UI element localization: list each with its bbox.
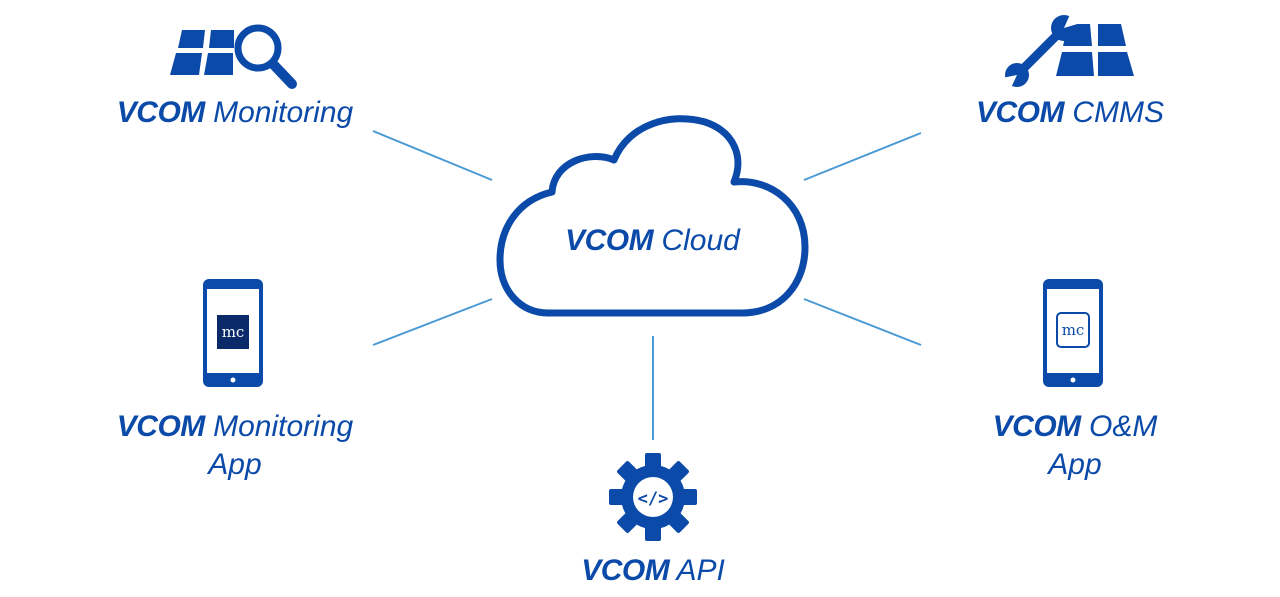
node-label-om-app: VCOM O&M App xyxy=(960,408,1190,484)
app-logo xyxy=(217,315,249,349)
node-label-cmms: VCOM CMMS xyxy=(976,96,1164,129)
smartphone-icon: mc xyxy=(203,279,263,387)
connector-cmms xyxy=(803,132,922,181)
gear-code-icon: </> xyxy=(609,453,697,541)
smartphone-icon: mc xyxy=(1043,279,1103,387)
app-logo-text: mc xyxy=(222,323,245,341)
connector-om-app xyxy=(803,298,922,346)
node-label-monitoring: VCOM Monitoring xyxy=(116,96,354,129)
connector-monitoring xyxy=(372,130,493,181)
cloud-label: VCOM Cloud xyxy=(565,224,740,257)
connectors xyxy=(372,130,922,440)
cloud-icon xyxy=(496,115,809,317)
solar-panel-search-icon xyxy=(170,24,297,89)
node-label-monitoring-app-line2: App xyxy=(208,448,262,481)
wrench-solar-panel-icon xyxy=(1002,10,1134,90)
node-label-monitoring-app: VCOM Monitoring App xyxy=(90,408,380,484)
node-label-om-app-line2: App xyxy=(1048,448,1102,481)
node-label-api: VCOM API xyxy=(581,554,725,587)
app-logo-text: mc xyxy=(1062,321,1085,339)
code-glyph: </> xyxy=(638,489,669,509)
app-logo xyxy=(1056,312,1090,348)
connector-monitoring-app xyxy=(372,298,493,346)
